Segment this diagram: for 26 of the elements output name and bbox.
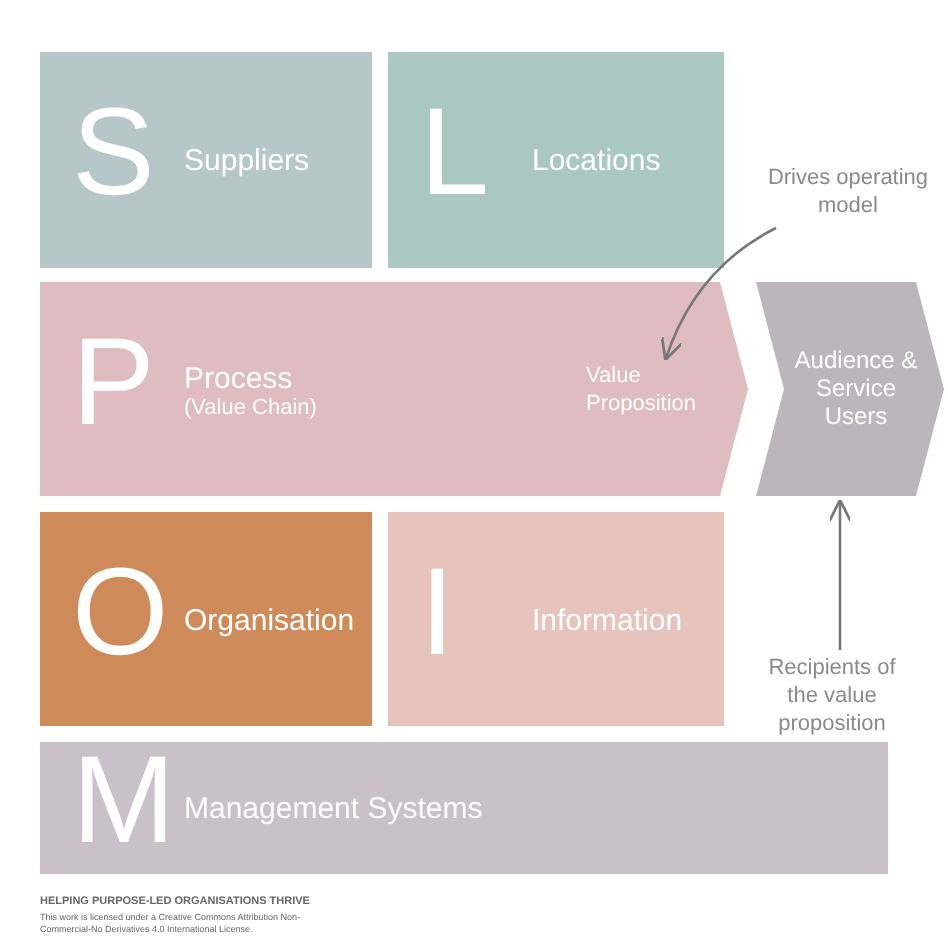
block-label: Organisation (184, 604, 355, 638)
block-label: Management Systems (184, 792, 483, 826)
block-label: Audience & Service Users (792, 345, 920, 429)
block-label: Locations (532, 144, 661, 178)
block-label: Information (532, 604, 683, 638)
annotation-text: Drives operating model (752, 164, 944, 224)
block-sublabel: (Value Chain) (184, 396, 317, 422)
organisation-tile (40, 512, 372, 726)
block-label: Process (184, 362, 293, 396)
initial-letter: I (420, 552, 455, 676)
arrow (661, 226, 777, 362)
initial-letter: O (72, 552, 169, 676)
initial-letter: S (72, 92, 155, 216)
annotation-text: Recipients of the value proposition (752, 654, 912, 742)
initial-letter: P (72, 322, 155, 446)
information-tile (388, 512, 724, 726)
value-proposition-text: Value Proposition (586, 362, 726, 422)
audience-band (756, 282, 944, 496)
initial-letter: M (72, 740, 176, 864)
suppliers-tile (40, 52, 372, 268)
management-systems-tile (40, 742, 888, 874)
block-label: Suppliers (184, 144, 310, 178)
process-band (40, 282, 748, 496)
locations-tile (388, 52, 724, 268)
arrow (828, 498, 852, 650)
initial-letter: L (420, 92, 489, 216)
